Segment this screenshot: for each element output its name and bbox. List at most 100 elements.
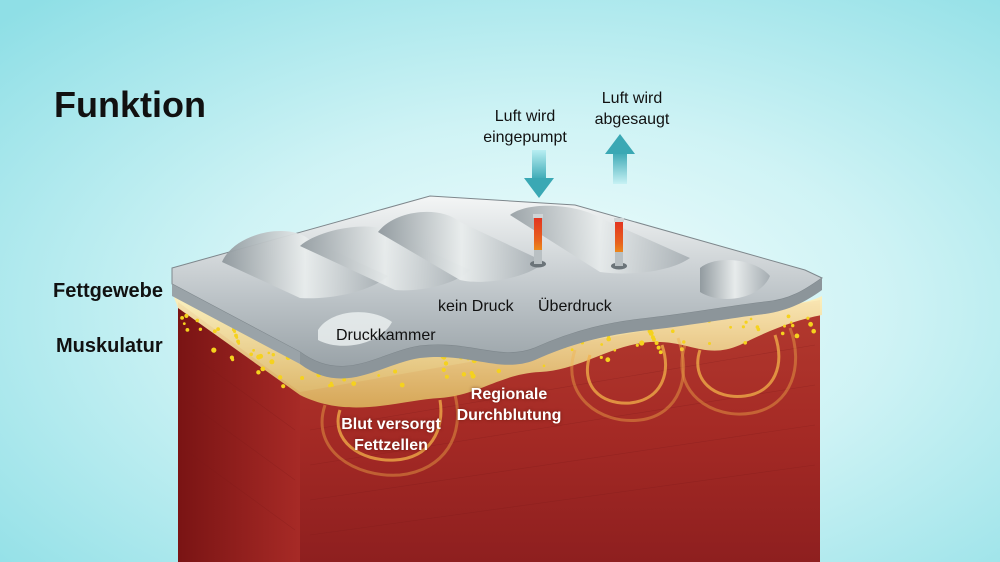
fat-cell (794, 333, 800, 339)
label-ueberdruck: Überdruck (538, 298, 612, 315)
fat-cell (682, 340, 686, 344)
fat-cell (570, 348, 574, 352)
fat-cell (441, 367, 446, 372)
fat-cell (182, 322, 186, 325)
pad-front-edge (300, 278, 822, 379)
label-luft-abgesaugt-line2: abgesaugt (594, 111, 670, 128)
fat-cell (756, 327, 761, 332)
label-luft-abgesaugt-line1: Luft wird (601, 90, 663, 107)
fat-cell (233, 330, 237, 333)
fat-cell (671, 329, 675, 334)
fat-cell (600, 343, 604, 346)
page-title: Funktion (54, 84, 206, 125)
fat-cell (708, 342, 711, 345)
fat-cell (180, 316, 185, 320)
fat-cell (806, 316, 810, 320)
fat-cell (249, 352, 253, 357)
fat-cell (256, 370, 261, 375)
muscle-texture (184, 344, 816, 536)
fat-cell (235, 335, 239, 339)
fat-cell (658, 350, 663, 355)
fat-cell (599, 355, 603, 359)
label-regionale-line2: Durchblutung (456, 407, 562, 424)
label-regionale-durchblutung: Regionale Durchblutung (448, 384, 570, 426)
fat-cell (542, 364, 546, 368)
fat-cell (496, 368, 501, 374)
fat-layer (172, 292, 822, 408)
fat-cell (281, 384, 286, 389)
fat-cell (377, 374, 381, 377)
fat-cell (184, 313, 189, 318)
label-fettgewebe: Fettgewebe (53, 280, 164, 302)
arrow-down-icon (524, 150, 554, 198)
fat-cell (613, 349, 617, 352)
muscle-side-face (178, 302, 300, 562)
fat-cell (749, 317, 753, 321)
fat-cell (654, 341, 659, 345)
fat-cell (656, 345, 661, 350)
label-luft-eingepumpt-line2: eingepumpt (483, 129, 567, 146)
fat-cell (606, 336, 611, 342)
fat-cell (648, 330, 654, 336)
label-blut-versorgt-line1: Blut versorgt (341, 416, 441, 433)
fat-cell (791, 323, 795, 328)
fat-cell (198, 327, 203, 331)
label-luft-eingepumpt-line1: Luft wird (494, 108, 556, 125)
arrow-up-icon (605, 134, 635, 184)
label-luft-abgesaugt: Luft wird abgesaugt (590, 88, 674, 130)
fat-cell (260, 366, 266, 372)
pressure-chambers (222, 205, 770, 346)
valve-inflow (530, 214, 546, 268)
fat-cell (461, 372, 467, 377)
fat-cell (786, 314, 791, 319)
fat-cell (744, 320, 748, 324)
fat-cell (216, 327, 221, 331)
blood-flow-arcs (320, 327, 798, 477)
fat-cell (329, 381, 333, 385)
label-luft-eingepumpt: Luft wird eingepumpt (478, 106, 572, 148)
fat-cell (328, 383, 332, 388)
fat-cell (780, 331, 785, 336)
fat-cell (237, 342, 241, 345)
fat-cell (271, 353, 275, 357)
fat-cell (741, 325, 746, 329)
fat-cell (269, 359, 275, 365)
fat-cell (443, 361, 449, 366)
fat-cell (444, 374, 449, 379)
label-kein-druck: kein Druck (438, 298, 514, 315)
fat-cell (470, 373, 476, 379)
label-muskulatur: Muskulatur (56, 335, 163, 357)
fat-cell (679, 347, 684, 352)
fat-cell (639, 340, 645, 346)
label-blut-versorgt: Blut versorgt Fettzellen (333, 414, 449, 456)
pad-left-edge (172, 268, 300, 364)
label-blut-versorgt-line2: Fettzellen (354, 437, 428, 454)
fat-cell (605, 357, 611, 363)
fat-cell (277, 375, 283, 380)
muscle-front-face (300, 300, 820, 562)
fat-cell (252, 349, 256, 352)
fat-cell (195, 318, 200, 323)
fat-cell (783, 324, 786, 328)
fat-cell (330, 383, 334, 387)
fat-cell (300, 376, 305, 380)
fat-cell (635, 343, 639, 347)
fat-cell (743, 341, 747, 345)
fat-cell (231, 358, 235, 362)
fat-cell (399, 382, 405, 388)
fat-cell (809, 323, 813, 327)
fat-cell (351, 381, 357, 386)
fat-cell (267, 351, 271, 355)
fat-cell (651, 337, 656, 342)
fat-cell (211, 347, 217, 353)
fat-cell (811, 328, 816, 334)
fat-cell (729, 325, 732, 329)
label-regionale-line1: Regionale (470, 386, 548, 403)
valve-outflow (611, 218, 627, 270)
fat-cell (185, 328, 190, 332)
fat-cell (342, 377, 347, 382)
fat-cell (393, 369, 398, 374)
fat-cell (212, 329, 217, 334)
label-druckkammer: Druckkammer (336, 327, 436, 344)
